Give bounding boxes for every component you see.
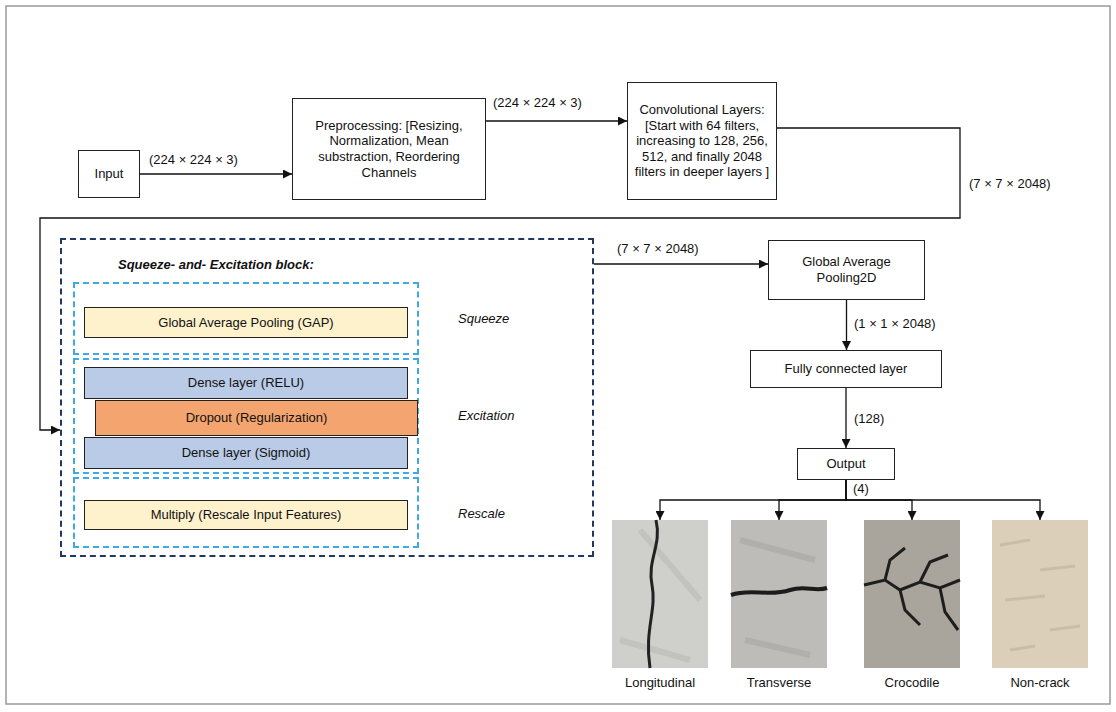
box-label: Global Average Pooling2D (774, 254, 919, 285)
image-caption: Non-crack (972, 675, 1108, 690)
box-label: Global Average Pooling (GAP) (158, 315, 333, 331)
layer-box: Multiply (Rescale Input Features) (84, 500, 408, 530)
longitudinal-photo (612, 520, 708, 668)
non-crack-photo (992, 520, 1088, 668)
layer-box: Dense layer (RELU) (84, 367, 408, 399)
stage-group: ExcitationDense layer (RELU)Dropout (Reg… (73, 358, 419, 474)
connector-arrow (140, 173, 292, 174)
image-caption: Crocodile (844, 675, 980, 690)
tensor-shape: (7 × 7 × 2048) (616, 241, 700, 256)
layer-box: Dropout (Regularization) (95, 400, 418, 436)
box-label: Dense layer (RELU) (188, 375, 304, 391)
image-caption: Transverse (711, 675, 847, 690)
box-label: Multiply (Rescale Input Features) (151, 507, 342, 523)
box-label: Output (826, 456, 865, 472)
connector-arrow (594, 263, 768, 264)
layer-box: Global Average Pooling (GAP) (84, 307, 408, 338)
input-box: Input (78, 150, 140, 198)
transverse-photo (731, 520, 827, 668)
stage-group: RescaleMultiply (Rescale Input Features) (73, 477, 419, 548)
connector-arrow (779, 480, 846, 520)
connector-arrow (486, 120, 627, 121)
group-label: Squeeze- and- Excitation block: (118, 257, 314, 272)
class-image: Transverse (731, 520, 827, 668)
tensor-shape: (1 × 1 × 2048) (853, 316, 937, 331)
layer-box: Dense layer (Sigmoid) (84, 437, 408, 469)
group-label: Rescale (458, 506, 505, 521)
crocodile-photo (864, 520, 960, 668)
connector-arrow (40, 128, 960, 430)
block-group: Squeeze- and- Excitation block:SqueezeGl… (60, 238, 594, 557)
process-box: Preprocessing: [Resizing, Normalization,… (292, 98, 486, 200)
tensor-shape: (224 × 224 × 3) (148, 152, 239, 167)
tensor-shape: (128) (853, 411, 885, 426)
class-image: Crocodile (864, 520, 960, 668)
tensor-shape: (7 × 7 × 2048) (968, 176, 1052, 191)
process-box: Fully connected layer (750, 350, 942, 388)
connector-arrow (845, 388, 846, 448)
class-image: Non-crack (992, 520, 1088, 668)
process-box: Global Average Pooling2D (768, 240, 925, 300)
frame (6, 6, 1110, 704)
box-label: Dense layer (Sigmoid) (182, 445, 311, 461)
class-image: Longitudinal (612, 520, 708, 668)
box-label: Preprocessing: [Resizing, Normalization,… (298, 118, 480, 180)
group-label: Excitation (458, 408, 514, 423)
box-label: Fully connected layer (785, 361, 908, 377)
process-box: Convolutional Layers: [Start with 64 fil… (627, 82, 777, 200)
box-label: Input (95, 166, 124, 182)
box-label: Dropout (Regularization) (186, 410, 328, 426)
group-label: Squeeze (458, 311, 509, 326)
connector-arrow (660, 480, 846, 520)
tensor-shape: (4) (852, 481, 870, 496)
connector-arrow (846, 480, 1040, 520)
image-caption: Longitudinal (592, 675, 728, 690)
box-label: Convolutional Layers: [Start with 64 fil… (633, 102, 771, 180)
output-box: Output (797, 448, 895, 480)
tensor-shape: (224 × 224 × 3) (492, 95, 583, 110)
connector-arrow (846, 300, 847, 350)
stage-group: SqueezeGlobal Average Pooling (GAP) (73, 282, 419, 355)
